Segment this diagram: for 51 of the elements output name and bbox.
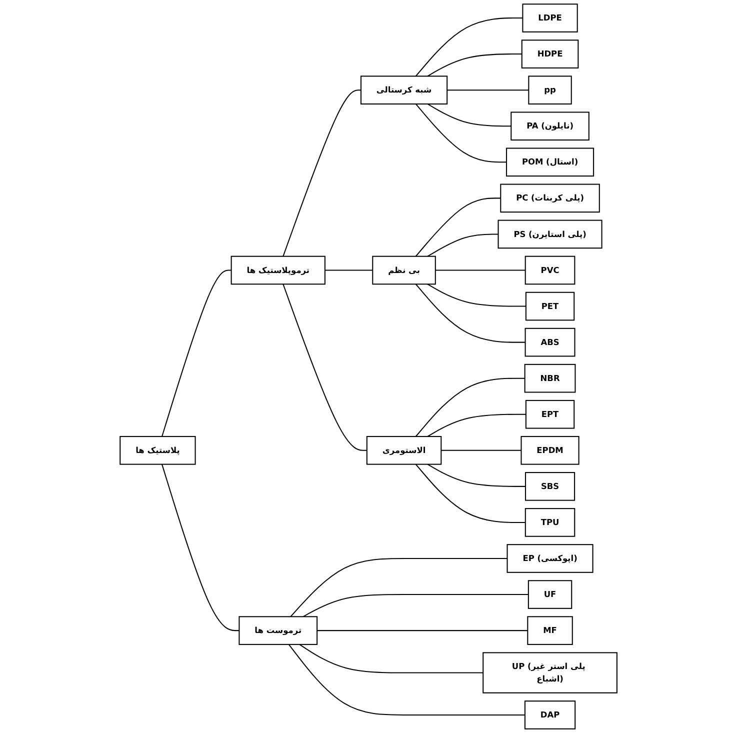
node-box: EPDM [520,436,580,465]
node-box: LDPE [522,4,578,32]
node-box: ترموست ها [238,616,318,645]
connector [415,464,526,523]
connector [441,450,522,451]
connector [415,104,506,163]
connector [435,270,526,271]
node-box: POM (استال) [506,148,594,177]
node-box: NBR [524,364,576,393]
node-box: PS (پلی استایرن) [498,220,602,249]
node-box: EPT [525,400,575,429]
connector [324,270,373,271]
connector [161,270,232,437]
connector [299,644,484,674]
node-box: PVC [524,256,576,285]
connector [288,644,525,716]
node-box: MF [527,616,573,645]
connector [427,104,512,127]
node-box: ترموپلاستیک ها [230,256,326,285]
connector [317,630,528,632]
node-box: الاستومری [366,436,442,465]
connector [447,90,529,91]
connector [302,594,528,618]
connector [427,284,526,307]
node-box: PA (نایلون) [510,112,590,141]
node-box: پلاستیک ها [120,436,196,465]
connector [415,198,501,257]
node-box: PET [525,292,575,321]
connector [427,464,526,487]
node-box: UP (پلی استر غیر اشباع) [482,652,618,694]
node-box: PC (پلی کربنات) [500,184,600,213]
connector [415,378,525,437]
connector [290,558,508,617]
node-box: pp [528,76,572,104]
connector [427,54,522,77]
connector [427,234,498,257]
connector [282,284,367,451]
node-box: HDPE [521,40,579,68]
node-box: SBS [524,472,576,501]
connector [415,18,523,77]
node-box: TPU [524,508,576,537]
connector [161,464,240,632]
node-box: DAP [524,700,576,730]
connector [415,284,526,343]
node-box: EP (اپوکسی) [506,544,594,573]
node-box: بی نظم [372,256,436,285]
connector [282,90,361,257]
node-box: ABS [524,328,576,357]
node-box: UF [528,580,572,609]
connector [427,414,526,437]
node-box: شبه کرستالی [360,76,448,104]
